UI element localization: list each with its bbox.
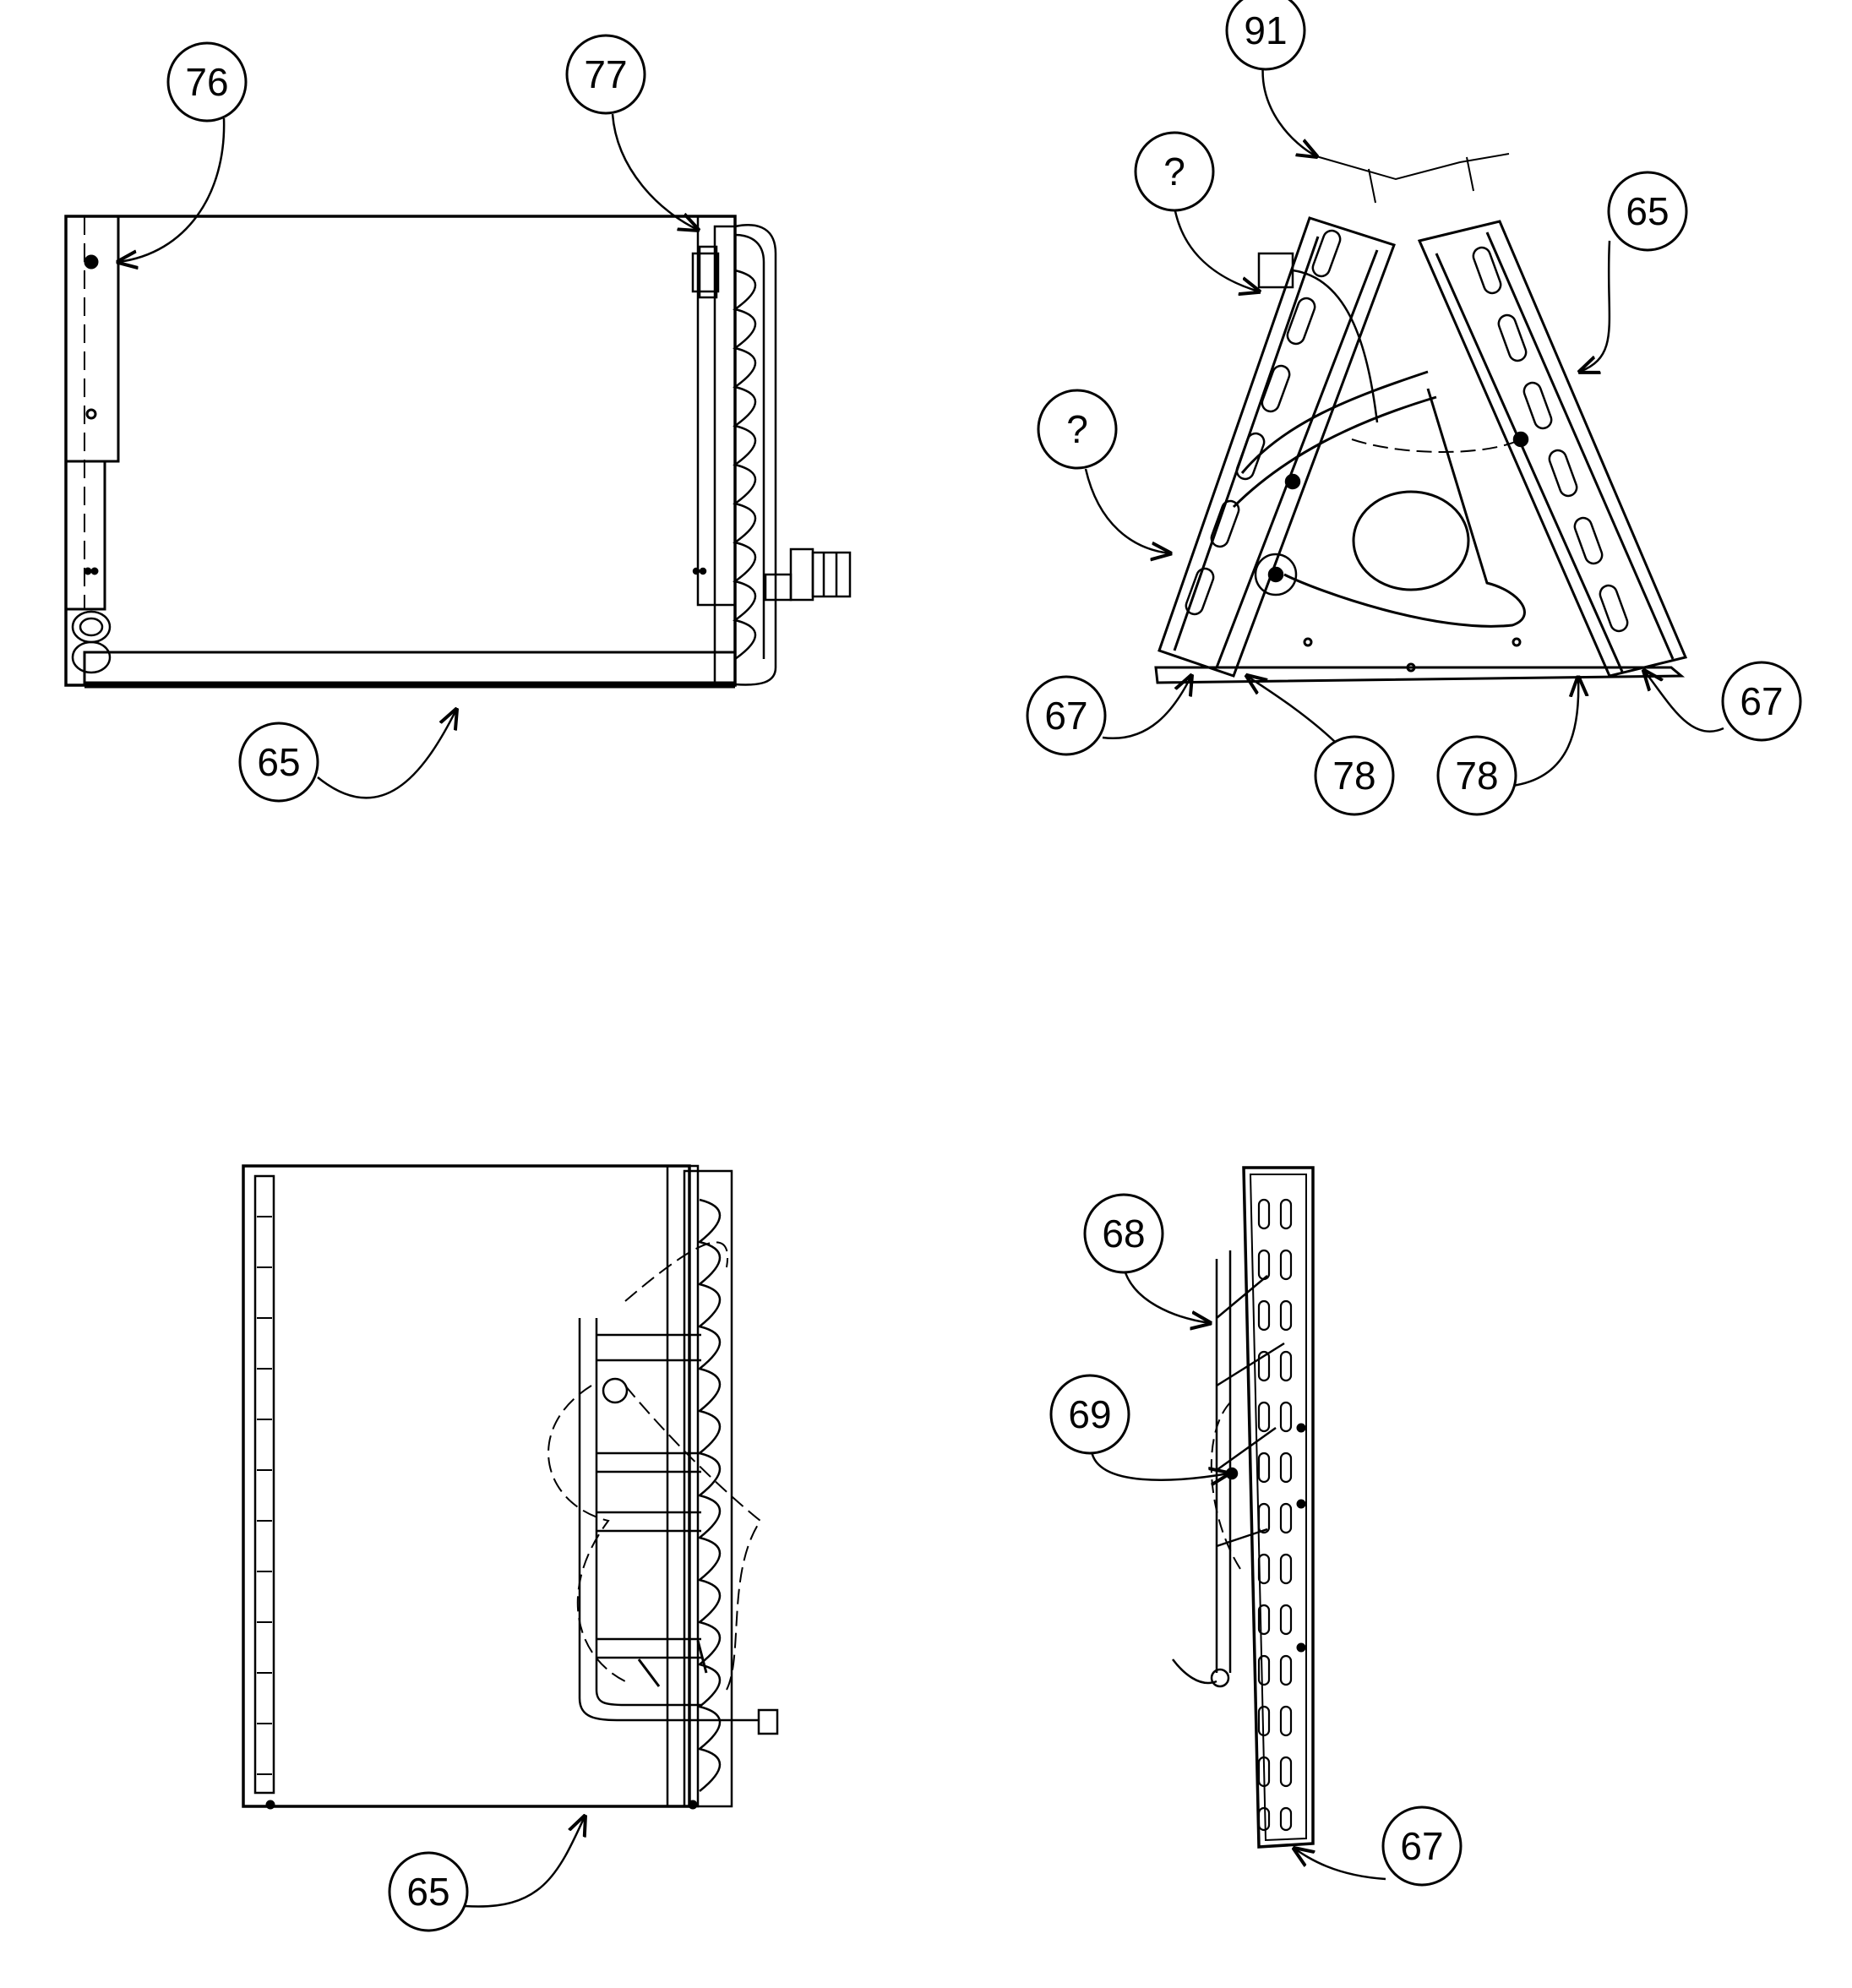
callout-78-left: 78 bbox=[1247, 676, 1395, 816]
a-coil-top-view bbox=[1154, 153, 1688, 684]
callout-65-side-label: 65 bbox=[406, 1870, 449, 1914]
callout-67-slab-label: 67 bbox=[1400, 1824, 1443, 1868]
bottom-drain-rail bbox=[83, 651, 737, 689]
callout-67-left-label: 67 bbox=[1044, 694, 1087, 738]
callout-78-left-label: 78 bbox=[1332, 754, 1375, 798]
callout-65-top: 65 bbox=[1580, 171, 1688, 372]
callout-77-label: 77 bbox=[584, 52, 627, 96]
callout-78-right: 78 bbox=[1436, 678, 1578, 816]
side-tube-column bbox=[666, 1164, 733, 1808]
callout-69-label: 69 bbox=[1068, 1392, 1111, 1436]
callout-65-front: 65 bbox=[238, 710, 456, 803]
callout-68-label: 68 bbox=[1102, 1212, 1145, 1255]
callout-91-label: 91 bbox=[1244, 8, 1287, 52]
callout-65-front-label: 65 bbox=[257, 740, 300, 784]
right-coil-slab bbox=[1417, 220, 1688, 678]
callout-68: 68 bbox=[1083, 1193, 1210, 1323]
callout-unknown-left-label: ? bbox=[1066, 407, 1088, 451]
sensor-wire bbox=[1315, 153, 1510, 181]
slab-slots bbox=[1257, 1198, 1293, 1832]
callout-76-label: 76 bbox=[185, 60, 228, 104]
side-view-coil bbox=[242, 1164, 779, 1810]
drain-pan-base bbox=[1154, 637, 1686, 684]
callout-65-top-label: 65 bbox=[1626, 189, 1669, 233]
callout-67-right: 67 bbox=[1644, 661, 1802, 742]
callout-78-right-label: 78 bbox=[1455, 754, 1498, 798]
callout-76: 76 bbox=[118, 41, 248, 262]
refrigerant-outlet-fitting bbox=[764, 547, 852, 602]
side-left-fins bbox=[257, 1216, 272, 1775]
callout-unknown-top-label: ? bbox=[1163, 150, 1185, 193]
right-tube-bundle bbox=[691, 215, 777, 686]
front-view-coil bbox=[64, 215, 852, 689]
callout-77: 77 bbox=[565, 34, 698, 230]
callout-unknown-top: ? bbox=[1134, 131, 1259, 291]
left-return-bends bbox=[71, 610, 112, 674]
capillary-tubes bbox=[547, 1385, 762, 1691]
callout-67-slab: 67 bbox=[1294, 1806, 1463, 1887]
left-coil-slab bbox=[1158, 216, 1396, 678]
callout-unknown-left: ? bbox=[1037, 389, 1170, 553]
single-slab-view bbox=[1172, 1166, 1315, 1849]
expansion-valve bbox=[1254, 252, 1529, 596]
side-manifold-tubing bbox=[578, 1318, 779, 1735]
slab-tubing bbox=[1172, 1250, 1285, 1688]
callout-69: 69 bbox=[1049, 1374, 1228, 1480]
callout-65-side: 65 bbox=[388, 1816, 585, 1932]
callout-67-right-label: 67 bbox=[1740, 679, 1783, 723]
callout-67-left: 67 bbox=[1026, 676, 1191, 756]
left-mounting-bracket bbox=[64, 215, 120, 611]
callout-91: 91 bbox=[1225, 0, 1316, 156]
center-plate bbox=[1232, 370, 1526, 628]
